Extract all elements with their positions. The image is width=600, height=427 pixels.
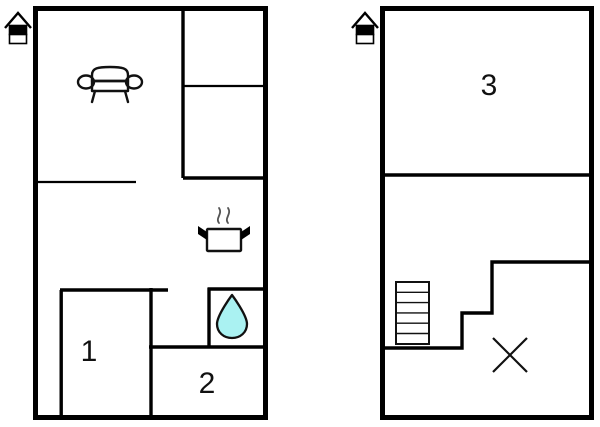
pot-body — [205, 227, 243, 253]
compass-body-top-left — [8, 24, 28, 36]
compass-roof-left — [4, 11, 32, 29]
sofa-backrest — [90, 65, 130, 83]
plan-right: 3 — [351, 6, 594, 420]
sofa-seat — [90, 79, 130, 93]
plan-right-wall-stepped-landing — [382, 260, 592, 350]
cooking-pot-icon — [198, 207, 250, 253]
pot-handle-right — [241, 226, 250, 240]
plan-left: 1 2 — [4, 6, 268, 420]
sofa-leg-right — [123, 89, 130, 104]
north-house-indicator — [4, 11, 32, 45]
compass-roof-right — [351, 11, 379, 29]
room-number-1: 1 — [81, 335, 98, 368]
pot-steam-left — [216, 207, 222, 224]
pot-handle-left — [198, 226, 207, 240]
compass-body-top-right — [355, 24, 375, 36]
room-number-2: 2 — [199, 367, 216, 400]
water-drop-icon — [215, 293, 249, 340]
x-mark-icon — [492, 337, 528, 373]
room-number-3: 3 — [481, 69, 498, 102]
compass-body-bottom-right — [355, 33, 375, 45]
plan-right-outer-wall — [380, 6, 594, 420]
north-house-indicator — [351, 11, 379, 45]
sofa-icon — [76, 65, 144, 104]
water-drop-shape — [215, 293, 249, 340]
compass-body-bottom-left — [8, 33, 28, 45]
sofa-leg-left — [90, 89, 97, 104]
pot-steam-right — [225, 207, 231, 224]
stairs-icon — [395, 281, 430, 345]
x-mark-stroke-2 — [492, 337, 528, 373]
